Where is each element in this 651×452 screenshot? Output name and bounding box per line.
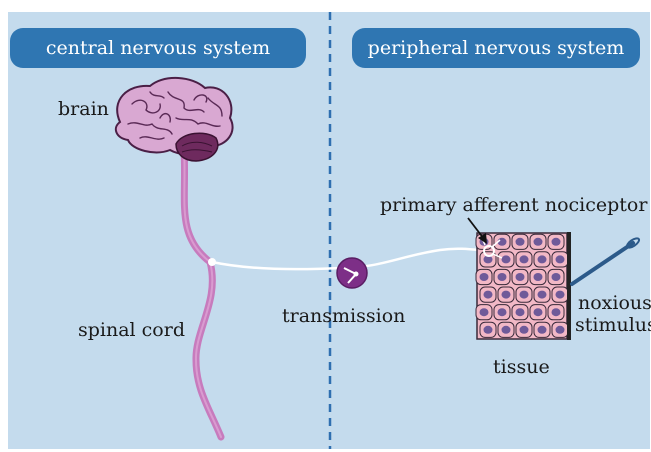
cell-nucleus (484, 291, 493, 299)
cell-nucleus (520, 255, 529, 263)
cell-nucleus (556, 326, 565, 334)
cell-nucleus (480, 308, 489, 316)
transmission-label: transmission (282, 305, 405, 327)
tissue-icon (476, 232, 569, 340)
cell-nucleus (552, 273, 561, 281)
central-nervous-system-header: central nervous system (10, 28, 306, 68)
cell-nucleus (534, 308, 543, 316)
cell-nucleus (502, 291, 511, 299)
cell-nucleus (556, 255, 565, 263)
cell-nucleus (516, 238, 525, 246)
cell-nucleus (534, 238, 543, 246)
cell-nucleus (516, 273, 525, 281)
transmission-node-icon (337, 258, 367, 288)
cell-nucleus (552, 308, 561, 316)
brain-label: brain (58, 98, 109, 120)
spinal-cord-label: spinal cord (78, 319, 185, 341)
cell-nucleus (556, 291, 565, 299)
cell-nucleus (480, 273, 489, 281)
cell-nucleus (498, 308, 507, 316)
cell-nucleus (516, 308, 525, 316)
peripheral-nervous-system-header: peripheral nervous system (352, 28, 640, 68)
cell-nucleus (520, 326, 529, 334)
noxious-stimulus-label-line1: noxious (578, 292, 651, 314)
brain-cerebellum (176, 133, 218, 161)
brain-icon (116, 78, 233, 161)
spinal-synapse-dot (208, 258, 216, 266)
cell-nucleus (552, 238, 561, 246)
cell-nucleus (538, 255, 547, 263)
cell-nucleus (520, 291, 529, 299)
needle-icon (572, 237, 640, 284)
cell-nucleus (502, 326, 511, 334)
nociceptor-label: primary afferent nociceptor (380, 194, 647, 216)
cell-nucleus (484, 326, 493, 334)
cell-nucleus (538, 326, 547, 334)
spinal-cord-highlight (184, 150, 221, 437)
tissue-label: tissue (493, 356, 550, 378)
cell-nucleus (538, 291, 547, 299)
cell-nucleus (534, 273, 543, 281)
cell-nucleus (502, 255, 511, 263)
noxious-stimulus-label-line2: stimulus (575, 314, 651, 336)
cell-nucleus (498, 273, 507, 281)
